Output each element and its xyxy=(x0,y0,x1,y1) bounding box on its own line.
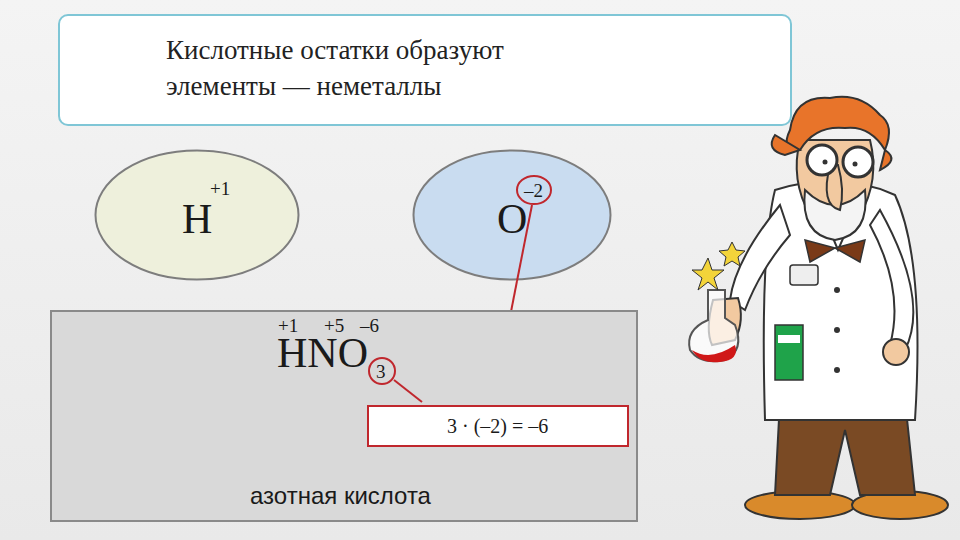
scientist-figure xyxy=(689,97,948,519)
element-symbol: O xyxy=(497,198,527,240)
element-symbol: H xyxy=(182,198,212,240)
leader-line xyxy=(394,380,422,402)
title-panel: Кислотные остатки образуют элементы — не… xyxy=(58,14,792,126)
calculation-box: 3 · (–2) = –6 xyxy=(367,405,629,447)
acid-name: азотная кислота xyxy=(250,484,431,508)
element-ellipse: O–2 xyxy=(412,149,612,281)
oxidation-state: +1 xyxy=(210,179,230,198)
oxidation-state: –2 xyxy=(524,181,543,200)
element-ellipse: H+1 xyxy=(94,149,300,281)
formula-subscript: 3 xyxy=(376,362,386,381)
formula-panel: +1+5–6HNO3азотная кислота3 · (–2) = –6 xyxy=(50,310,638,522)
chemical-formula: HNO xyxy=(277,332,368,374)
slide-title: Кислотные остатки образуют элементы — не… xyxy=(166,32,546,105)
calculation-text: 3 · (–2) = –6 xyxy=(447,416,548,436)
highlight-circle xyxy=(369,358,395,384)
